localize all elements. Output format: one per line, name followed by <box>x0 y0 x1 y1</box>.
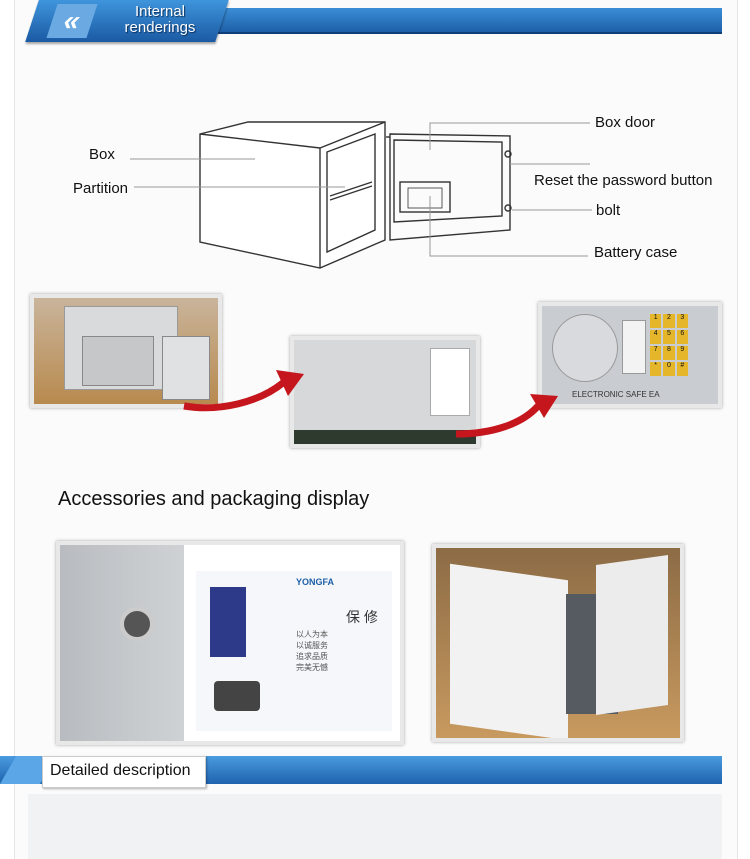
header-bar <box>204 8 722 34</box>
bottom-panel <box>28 794 722 859</box>
key-7: 7 <box>650 346 662 360</box>
safe-door <box>162 336 210 400</box>
knob <box>552 314 618 382</box>
keys <box>214 681 260 711</box>
card-brand: YONGFA <box>296 577 335 587</box>
red-arrow-icon <box>455 394 558 438</box>
foam-left <box>450 563 568 738</box>
manual-card: YONGFA 保 修 以人为本 以诚服务 追求品质 完美无憾 <box>196 571 392 731</box>
key-3: 3 <box>676 314 688 328</box>
card-lines: 以人为本 以诚服务 追求品质 完美无憾 <box>296 629 328 673</box>
key-8: 8 <box>663 346 675 360</box>
open-safe-photo <box>30 294 222 408</box>
card-line: 以诚服务 <box>296 641 328 650</box>
lock-panel <box>622 320 646 374</box>
label-partition: Partition <box>73 180 129 197</box>
key-4: 4 <box>650 330 662 344</box>
key-hash: # <box>676 362 688 376</box>
accessories-photo: YONGFA 保 修 以人为本 以诚服务 追求品质 完美无憾 <box>56 541 404 745</box>
safe-back-photo <box>290 336 480 448</box>
label-sticker <box>430 348 470 416</box>
label-reset-button: Reset the password button <box>534 172 713 189</box>
label-battery-case: Battery case <box>594 244 678 261</box>
packaging-photo <box>432 544 684 742</box>
key-2: 2 <box>663 314 675 328</box>
card-heading: 保 修 <box>346 609 378 625</box>
label-bolt: bolt <box>596 202 621 219</box>
label-box: Box <box>89 146 115 163</box>
red-arrow-icon <box>183 370 304 412</box>
label-box-door: Box door <box>595 114 656 131</box>
card-line: 追求品质 <box>296 652 328 661</box>
key-lock-icon <box>120 607 154 641</box>
footer-label: Detailed description <box>50 762 191 779</box>
card-line: 以人为本 <box>296 630 328 639</box>
keypad-closeup-photo: 1 2 3 4 5 6 7 8 9 * 0 # ELECTRONIC SAFE … <box>538 302 722 408</box>
card-line: 完美无憾 <box>296 663 328 672</box>
key-1: 1 <box>650 314 662 328</box>
header-title-line1: Internal <box>134 3 186 20</box>
section-header-detailed-description: Detailed description <box>0 756 722 788</box>
footer-label-box <box>42 756 206 788</box>
safe-interior <box>82 336 154 386</box>
key-6: 6 <box>676 330 688 344</box>
section-header-internal-renderings: « Internal renderings <box>14 0 722 44</box>
key-9: 9 <box>676 346 688 360</box>
diagram-leader-lines <box>130 122 592 257</box>
foam-right <box>596 554 668 716</box>
key-star: * <box>650 362 662 376</box>
batteries <box>210 587 246 657</box>
keypad: 1 2 3 4 5 6 7 8 9 * 0 # <box>650 314 688 376</box>
background-strip <box>294 430 476 444</box>
key-5: 5 <box>663 330 675 344</box>
keypad-caption: ELECTRONIC SAFE EA <box>572 390 660 399</box>
header-title: Internal renderings <box>100 4 220 36</box>
header-title-line2: renderings <box>124 19 196 36</box>
safe-side-panel <box>60 545 184 741</box>
accessories-title: Accessories and packaging display <box>58 488 370 510</box>
key-0: 0 <box>663 362 675 376</box>
